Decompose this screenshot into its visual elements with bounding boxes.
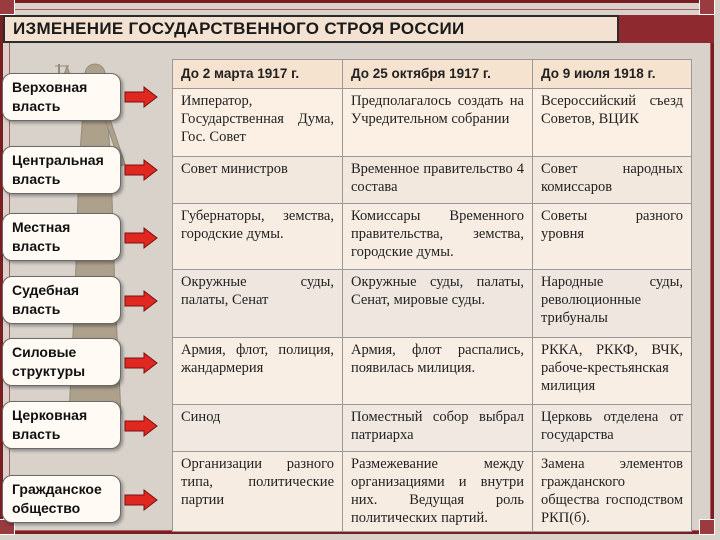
row-label-text: Верховная власть [12, 79, 88, 114]
title-accent-stripe [619, 15, 714, 43]
row-label-text: Судебная власть [12, 282, 80, 317]
row-label-civil-society: Гражданское общество [2, 475, 121, 523]
table-row: Синод Поместный собор выбрал патриарха Ц… [172, 404, 692, 452]
row-label-central-power: Центральная власть [2, 146, 121, 194]
table-header-row: До 2 марта 1917 г. До 25 октября 1917 г.… [172, 59, 692, 89]
table-row: Организации разного типа, политические п… [172, 451, 692, 532]
frame-corner [0, 0, 15, 15]
table-cell: Губернаторы, земства, городские думы. [172, 203, 343, 270]
row-label-text: Центральная власть [12, 152, 104, 187]
row-label-supreme-power: Верховная власть [2, 73, 121, 121]
table-cell: Советы разного уровня [532, 203, 692, 270]
table-cell: Комиссары Временного правительства, земс… [342, 203, 533, 270]
table-cell: Замена элементов гражданского общества г… [532, 451, 692, 532]
table-cell: Размежевание между организациями и внутр… [342, 451, 533, 532]
arrow-right-icon [124, 415, 158, 437]
table-cell: Император, Государственная Дума, Гос. Со… [172, 88, 343, 157]
state-structure-table: До 2 марта 1917 г. До 25 октября 1917 г.… [172, 59, 692, 532]
row-label-security-forces: Силовые структуры [2, 338, 121, 386]
arrow-right-icon [124, 159, 158, 181]
table-cell: Поместный собор выбрал патриарха [342, 404, 533, 452]
table-row: Армия, флот, полиция, жандармерия Армия,… [172, 337, 692, 405]
table-cell: Окружные суды, палаты, Сенат [172, 269, 343, 338]
table-row: Губернаторы, земства, городские думы. Ко… [172, 203, 692, 270]
column-header: До 9 июля 1918 г. [532, 59, 692, 89]
frame-corner [699, 519, 715, 535]
table-cell: Всероссийский съезд Советов, ВЦИК [532, 88, 692, 157]
row-label-local-power: Местная власть [2, 213, 121, 261]
table-row: Окружные суды, палаты, Сенат Окружные су… [172, 269, 692, 338]
table-cell: Армия, флот, полиция, жандармерия [172, 337, 343, 405]
column-header: До 2 марта 1917 г. [172, 59, 343, 89]
table-cell: Народные суды, революционные трибуналы [532, 269, 692, 338]
table-cell: Совет министров [172, 156, 343, 204]
row-label-judicial-power: Судебная власть [2, 276, 121, 324]
table-cell: Армия, флот распались, появилась милиция… [342, 337, 533, 405]
table-cell: РККА, РККФ, ВЧК, рабоче-крестьянская мил… [532, 337, 692, 405]
table-row: Император, Государственная Дума, Гос. Со… [172, 88, 692, 157]
table-cell: Временное правительство 4 состава [342, 156, 533, 204]
table-cell: Совет народных комиссаров [532, 156, 692, 204]
page-title-text: ИЗМЕНЕНИЕ ГОСУДАРСТВЕННОГО СТРОЯ РОССИИ [13, 19, 465, 38]
arrow-right-icon [124, 352, 158, 374]
row-label-church-power: Церковная власть [2, 401, 121, 449]
table-cell: Окружные суды, палаты, Сенат, мировые су… [342, 269, 533, 338]
table-cell: Предполагалось создать на Учредительном … [342, 88, 533, 157]
arrow-right-icon [124, 489, 158, 511]
row-label-text: Гражданское общество [12, 481, 102, 516]
column-header: До 25 октября 1917 г. [342, 59, 533, 89]
table-row: Совет министров Временное правительство … [172, 156, 692, 204]
row-label-text: Церковная власть [12, 407, 88, 442]
arrow-right-icon [124, 86, 158, 108]
row-label-text: Местная власть [12, 219, 71, 254]
arrow-right-icon [124, 290, 158, 312]
table-cell: Синод [172, 404, 343, 452]
page-title: ИЗМЕНЕНИЕ ГОСУДАРСТВЕННОГО СТРОЯ РОССИИ [3, 15, 619, 43]
table-cell: Церковь отделена от государства [532, 404, 692, 452]
table-cell: Организации разного типа, политические п… [172, 451, 343, 532]
row-label-text: Силовые структуры [12, 344, 86, 379]
arrow-right-icon [124, 227, 158, 249]
frame-corner [699, 0, 715, 15]
